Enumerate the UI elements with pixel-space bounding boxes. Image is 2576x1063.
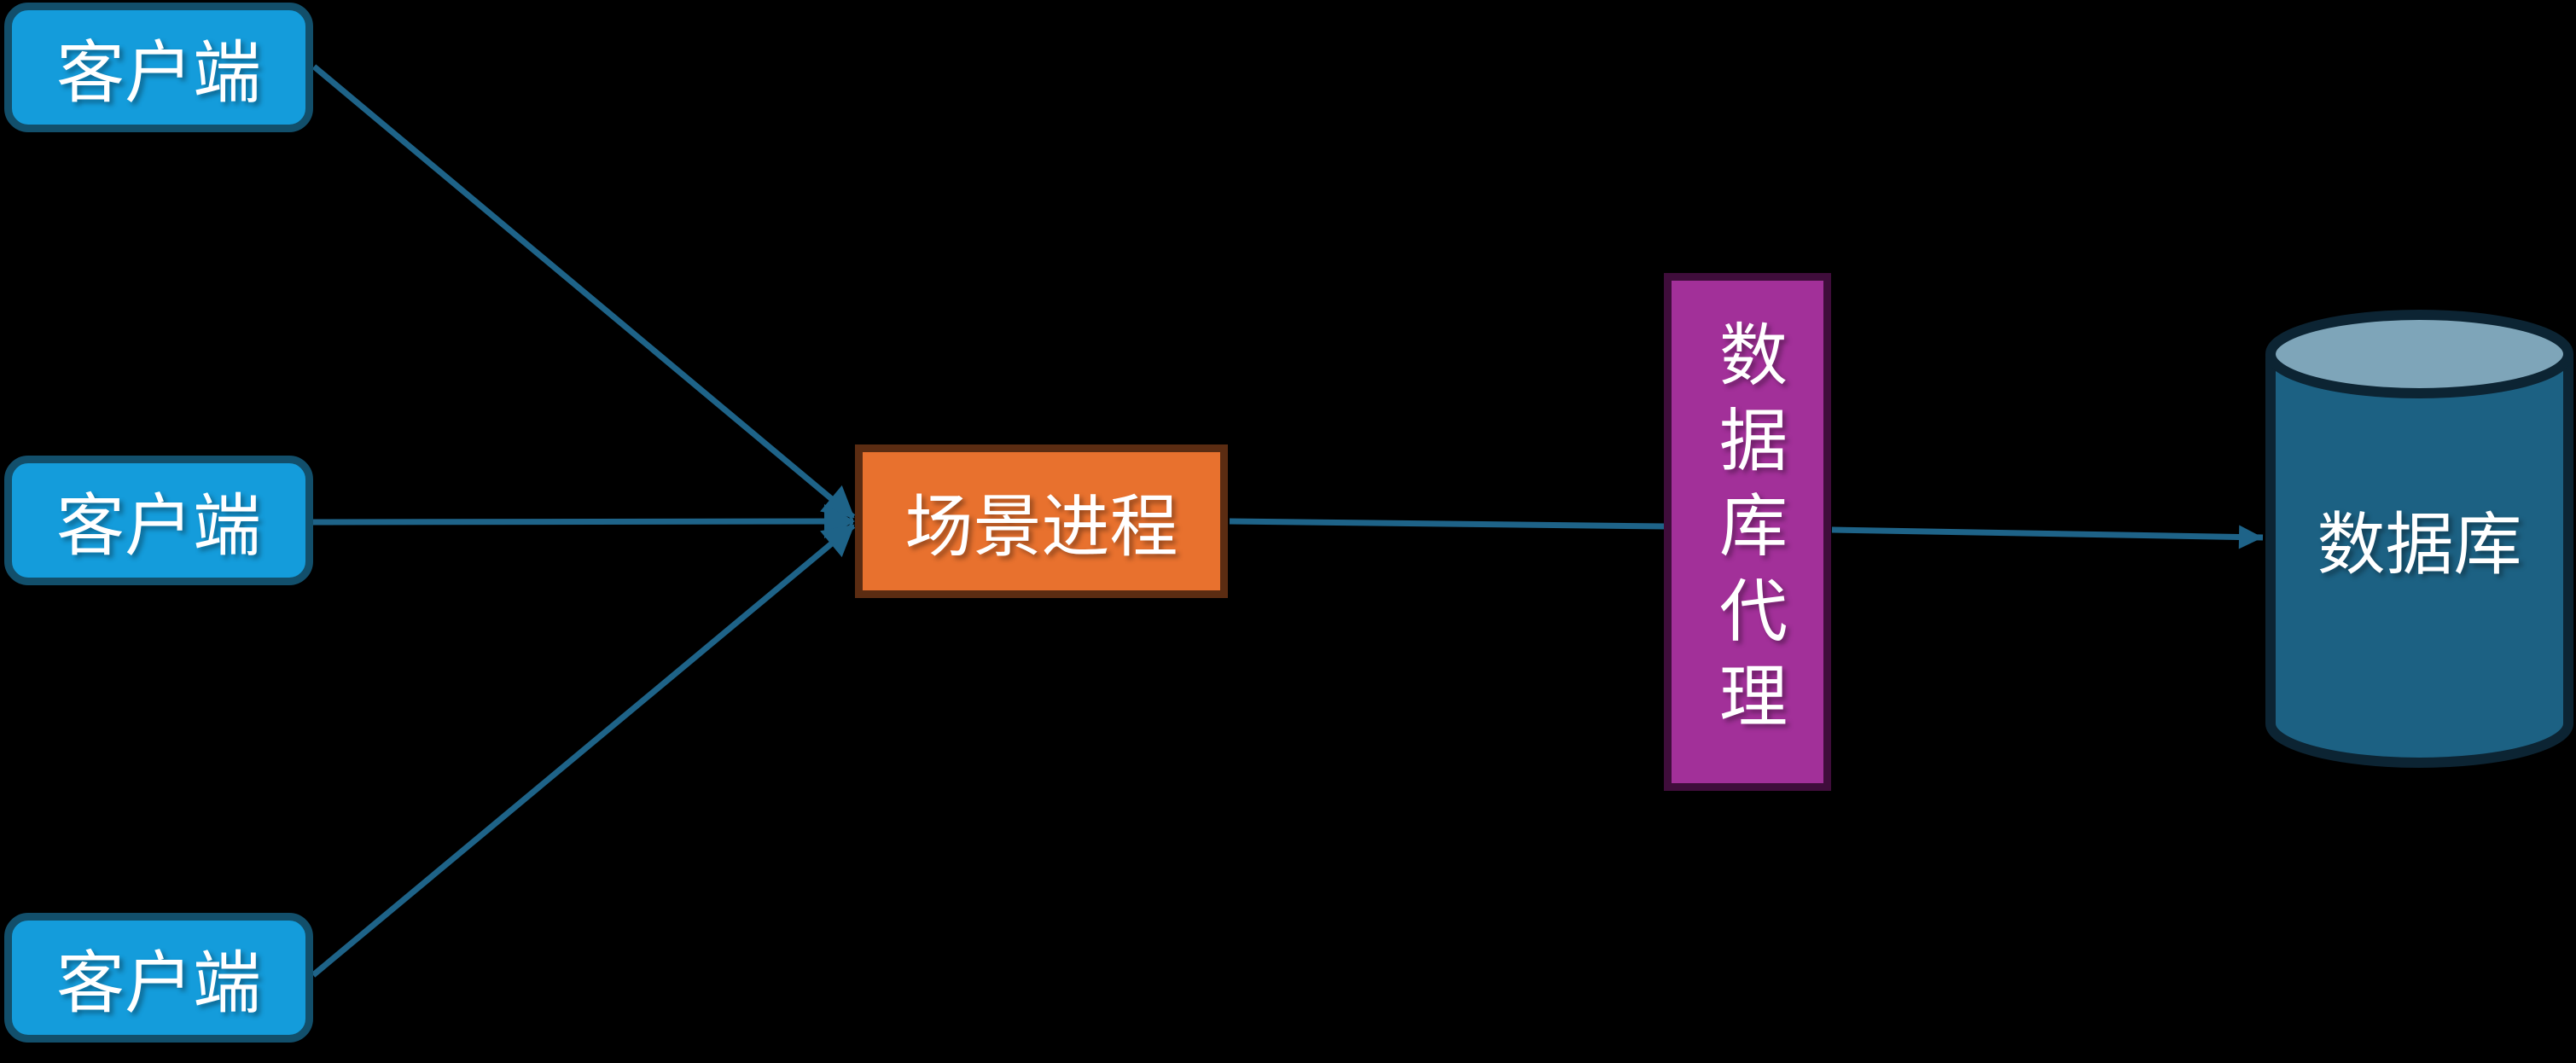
database-label: 数据库 [2317, 504, 2522, 584]
proxy-node: 数据库代理 [1664, 273, 1831, 791]
client-node-3: 客户端 [4, 913, 313, 1043]
connector-process-to-proxy [1229, 518, 1666, 530]
database-node: 数据库 [2265, 310, 2573, 768]
connector-proxy-to-database [1831, 525, 2264, 549]
connector-client2-to-process [312, 504, 855, 539]
client-label-3: 客户端 [56, 944, 261, 1023]
client-label-2: 客户端 [56, 486, 261, 566]
connector-client1-to-process [311, 64, 856, 520]
connector-client3-to-process [311, 523, 856, 978]
client-node-2: 客户端 [4, 456, 313, 585]
client-node-1: 客户端 [4, 3, 313, 132]
process-node: 场景进程 [855, 444, 1228, 598]
database-cylinder-icon [2265, 310, 2573, 768]
database-cylinder-top [2265, 310, 2573, 398]
database-cylinder-body [2265, 354, 2573, 768]
proxy-label: 数据库代理 [1708, 318, 1788, 746]
client-label-1: 客户端 [56, 33, 261, 113]
process-label: 场景进程 [904, 487, 1178, 566]
